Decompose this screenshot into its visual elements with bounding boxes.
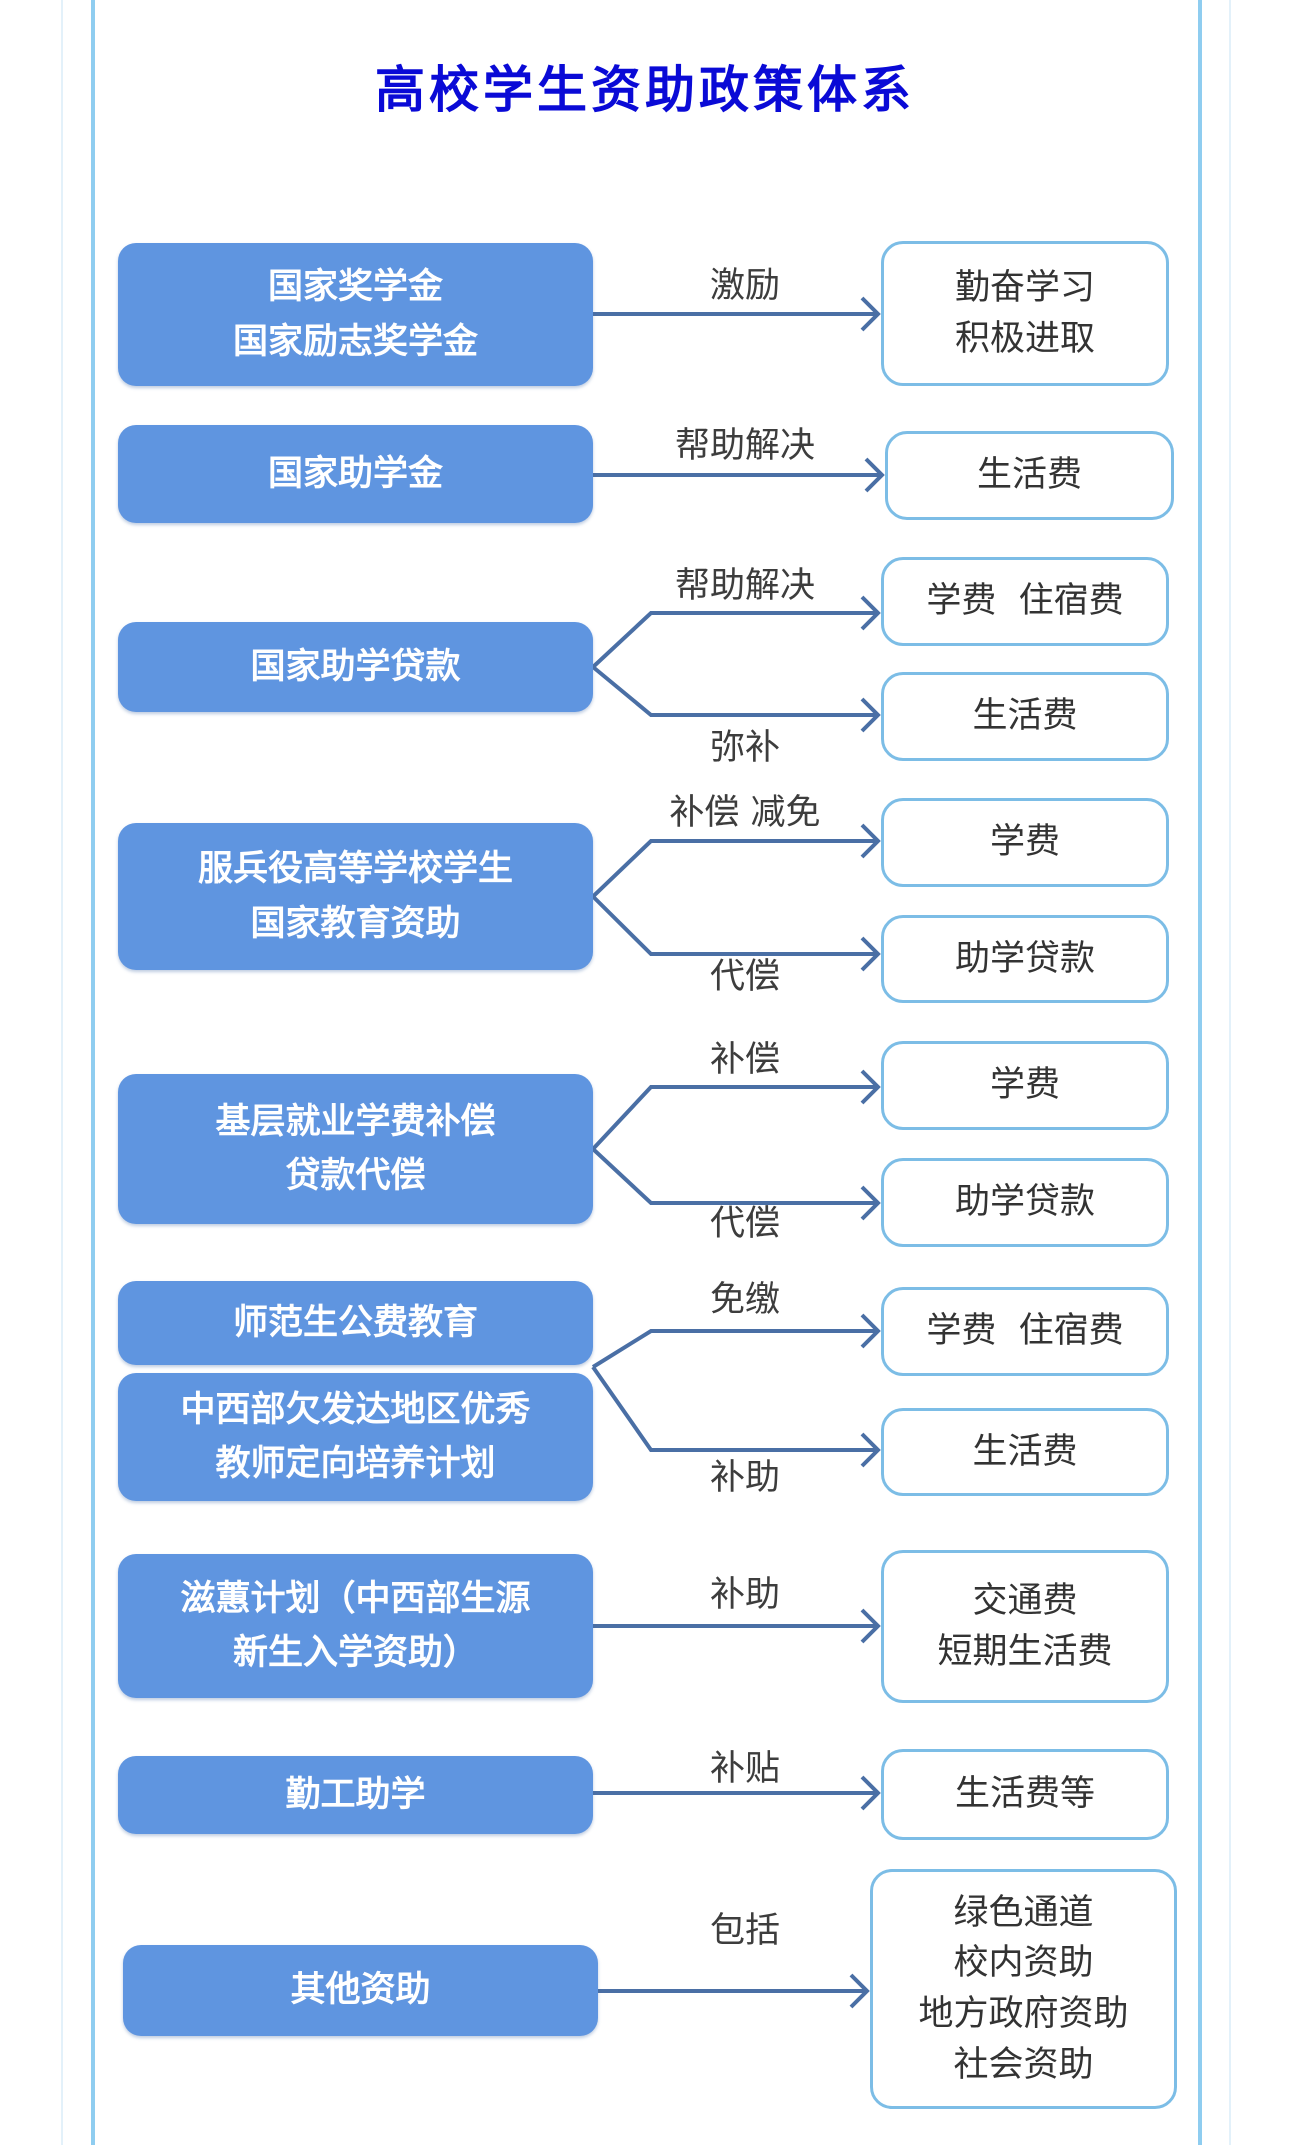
target-box: 助学贷款: [881, 915, 1169, 1003]
target-box: 绿色通道校内资助地方政府资助社会资助: [870, 1869, 1177, 2109]
arrowhead-icon: [860, 1775, 881, 1811]
connector-label: 帮助解决: [674, 426, 815, 466]
connector-line: [591, 895, 878, 956]
source-box: 基层就业学费补偿贷款代偿: [118, 1074, 593, 1224]
source-box-line: 滋蕙计划（中西部生源: [180, 1578, 531, 1619]
connector-line: [591, 611, 878, 669]
connector-label: 补偿 减免: [669, 793, 821, 833]
source-box-line: 基层就业学费补偿: [215, 1101, 496, 1142]
source-box: 师范生公费教育: [118, 1281, 593, 1365]
target-box-line: 勤奋学习: [954, 267, 1095, 308]
target-box: 生活费: [881, 672, 1169, 761]
outer-frame-right: [1229, 0, 1231, 2145]
target-box: 勤奋学习积极进取: [881, 241, 1169, 386]
source-box: 其他资助: [123, 1945, 598, 2036]
target-box-line: 学费 住宿费: [926, 581, 1124, 622]
connector-label: 帮助解决: [674, 566, 815, 606]
connector-label: 包括: [709, 1911, 780, 1951]
source-box-line: 教师定向培养计划: [215, 1444, 496, 1484]
arrowhead-icon: [860, 936, 881, 972]
connector-label: 补助: [709, 1575, 780, 1615]
connector-line: [591, 1365, 878, 1452]
arrowhead-icon: [860, 697, 881, 733]
source-box: 滋蕙计划（中西部生源新生入学资助）: [118, 1554, 593, 1698]
source-box-line: 服兵役高等学校学生: [197, 849, 513, 890]
target-box-line: 短期生活费: [937, 1631, 1113, 1672]
target-box-line: 社会资助: [953, 2044, 1094, 2085]
connector-line: [591, 1085, 878, 1151]
target-box: 生活费: [885, 431, 1174, 520]
source-box-line: 其他资助: [290, 1970, 431, 2011]
arrowhead-icon: [860, 1069, 881, 1105]
source-box: 国家助学贷款: [118, 622, 593, 712]
arrowhead-icon: [860, 595, 881, 631]
frame-left: [91, 0, 95, 2145]
source-box-line: 国家助学贷款: [250, 646, 461, 687]
source-box-line: 贷款代偿: [285, 1156, 426, 1196]
diagram-title: 高校学生资助政策体系: [375, 61, 915, 119]
arrowhead-icon: [864, 457, 885, 493]
target-box: 学费 住宿费: [881, 557, 1169, 646]
source-box: 国家助学金: [118, 425, 593, 523]
arrowhead-icon: [860, 1608, 881, 1644]
source-box-line: 国家奖学金: [267, 267, 443, 308]
target-box: 生活费: [881, 1408, 1169, 1496]
source-box-line: 师范生公费教育: [232, 1302, 478, 1343]
source-box-line: 中西部欠发达地区优秀: [180, 1389, 531, 1430]
source-box-line: 勤工助学: [285, 1774, 426, 1815]
target-box-line: 生活费: [972, 1431, 1078, 1472]
target-box-line: 助学贷款: [954, 1182, 1095, 1223]
target-box-line: 学费 住宿费: [926, 1311, 1124, 1352]
connector-line: [591, 665, 878, 717]
target-box-line: 助学贷款: [954, 938, 1095, 979]
target-box-line: 校内资助: [953, 1943, 1094, 1984]
connector-label: 代偿: [709, 1204, 780, 1244]
connector-label: 免缴: [709, 1280, 780, 1320]
connector-label: 弥补: [709, 728, 780, 768]
connector-line: [591, 839, 878, 898]
arrowhead-icon: [860, 296, 881, 332]
target-box-line: 生活费: [976, 455, 1082, 496]
target-box: 生活费等: [881, 1749, 1169, 1840]
target-box-line: 学费: [989, 822, 1060, 863]
arrowhead-icon: [860, 823, 881, 859]
arrowhead-icon: [860, 1185, 881, 1221]
frame-right: [1198, 0, 1202, 2145]
connector-label: 补贴: [709, 1749, 780, 1789]
target-box-line: 生活费等: [954, 1774, 1095, 1815]
source-box-line: 国家励志奖学金: [232, 321, 478, 362]
target-box-line: 地方政府资助: [918, 1994, 1129, 2034]
target-box: 学费: [881, 798, 1169, 887]
target-box-line: 积极进取: [954, 318, 1095, 359]
arrowhead-icon: [860, 1313, 881, 1349]
target-box-line: 学费: [989, 1065, 1060, 1106]
connector-label: 激励: [709, 266, 780, 306]
source-box-line: 国家助学金: [267, 453, 443, 494]
target-box: 学费: [881, 1041, 1169, 1130]
target-box-line: 绿色通道: [953, 1892, 1094, 1933]
connector-label: 代偿: [709, 957, 780, 997]
source-box: 国家奖学金国家励志奖学金: [118, 243, 593, 386]
target-box-line: 交通费: [972, 1580, 1078, 1621]
source-box: 中西部欠发达地区优秀教师定向培养计划: [118, 1373, 593, 1501]
connector-line: [591, 1147, 878, 1205]
target-box-line: 生活费: [972, 696, 1078, 737]
source-box-line: 国家教育资助: [250, 903, 461, 944]
outer-frame-left: [61, 0, 63, 2145]
source-box: 勤工助学: [118, 1756, 593, 1834]
target-box: 学费 住宿费: [881, 1287, 1169, 1376]
arrowhead-icon: [849, 1973, 870, 2009]
target-box: 助学贷款: [881, 1158, 1169, 1247]
target-box: 交通费短期生活费: [881, 1550, 1169, 1703]
connector-line: [591, 1329, 878, 1369]
arrowhead-icon: [860, 1432, 881, 1468]
connector-label: 补助: [709, 1458, 780, 1498]
source-box-line: 新生入学资助）: [232, 1633, 478, 1673]
connector-label: 补偿: [709, 1040, 780, 1080]
source-box: 服兵役高等学校学生国家教育资助: [118, 823, 593, 970]
